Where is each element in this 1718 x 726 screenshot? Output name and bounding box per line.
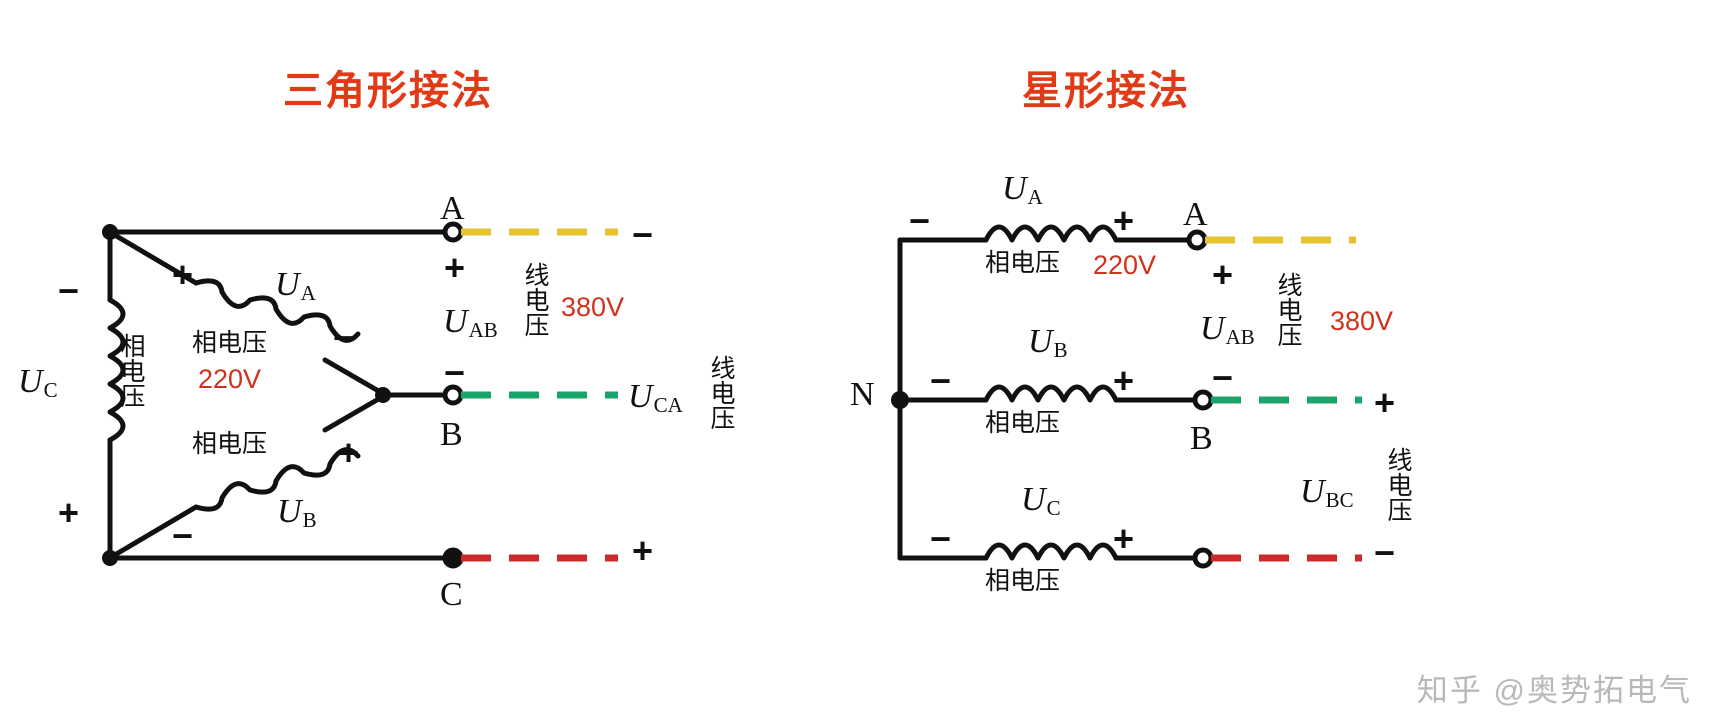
delta-uc-phase-voltage-label: 相电压	[117, 333, 145, 408]
delta-ub-plus-sign: +	[338, 432, 360, 473]
delta-terminal-a-label: A	[440, 190, 465, 227]
star-ua-minus-sign: −	[909, 200, 931, 241]
star-ua-plus-sign: +	[1113, 200, 1135, 241]
delta-line-voltage-ca-label: UCA	[628, 378, 683, 417]
delta-uc-plus-sign: +	[58, 492, 80, 533]
star-connection-title: 星形接法	[1022, 69, 1190, 113]
star-ub-plus-sign: +	[1113, 360, 1135, 401]
watermark: 知乎 @奥势拓电气	[1416, 673, 1692, 708]
delta-ub-phase-voltage-label: 相电压	[192, 430, 268, 458]
star-ua-phase-voltage-label: 相电压	[985, 249, 1061, 277]
star-phase-voltage-value: 220V	[1093, 250, 1157, 280]
delta-terminal-b-minus-sign: −	[444, 352, 466, 393]
star-line-voltage-bc-label: UBC	[1300, 473, 1354, 512]
delta-coil-ua-label: UA	[275, 266, 316, 305]
delta-line-voltage-ab-text: 线电压	[521, 262, 549, 337]
star-line-c-far-sign: −	[1374, 532, 1396, 573]
delta-ua-minus-sign: −	[333, 317, 355, 358]
star-line-voltage-bc-text: 线电压	[1384, 447, 1412, 522]
star-line-voltage-ab-text: 线电压	[1274, 272, 1302, 347]
delta-ua-plus-sign: +	[172, 254, 194, 295]
star-coil-ua-label: UA	[1002, 170, 1043, 209]
star-terminal-a-label: A	[1183, 196, 1208, 233]
delta-coil-ub-label: UB	[277, 493, 317, 532]
delta-terminal-c-label: C	[440, 576, 463, 613]
delta-line-voltage-value: 380V	[561, 292, 625, 322]
star-uc-phase-voltage-label: 相电压	[985, 567, 1061, 595]
star-ub-phase-voltage-label: 相电压	[985, 409, 1061, 437]
delta-line-voltage-ca-text: 线电压	[707, 355, 735, 430]
delta-line-a-far-sign: −	[632, 214, 654, 255]
star-line-b-far-sign: +	[1374, 382, 1396, 423]
star-line-voltage-value: 380V	[1330, 306, 1394, 336]
delta-uc-minus-sign: −	[58, 270, 80, 311]
star-terminal-a-plus-sign: +	[1212, 254, 1234, 295]
star-neutral-label: N	[850, 376, 875, 413]
star-ub-minus-sign: −	[930, 360, 952, 401]
delta-phase-voltage-value: 220V	[198, 364, 262, 394]
delta-coil-uc-label: UC	[18, 363, 58, 402]
delta-terminal-b-label: B	[440, 416, 463, 453]
delta-line-voltage-ab-label: UAB	[443, 303, 498, 342]
delta-connection-title: 三角形接法	[283, 69, 493, 113]
star-uc-plus-sign: +	[1113, 518, 1135, 559]
star-terminal-b-minus-sign: −	[1212, 357, 1234, 398]
star-coil-uc-label: UC	[1021, 481, 1061, 520]
star-uc-minus-sign: −	[930, 518, 952, 559]
delta-terminal-a-plus-sign: +	[444, 247, 466, 288]
star-coil-ub-label: UB	[1028, 323, 1068, 362]
star-line-voltage-ab-label: UAB	[1200, 310, 1255, 349]
delta-ub-minus-sign: −	[172, 515, 194, 556]
delta-ua-phase-voltage-label: 相电压	[192, 329, 268, 357]
delta-line-c-far-sign: +	[632, 530, 654, 571]
star-terminal-b-label: B	[1190, 420, 1213, 457]
